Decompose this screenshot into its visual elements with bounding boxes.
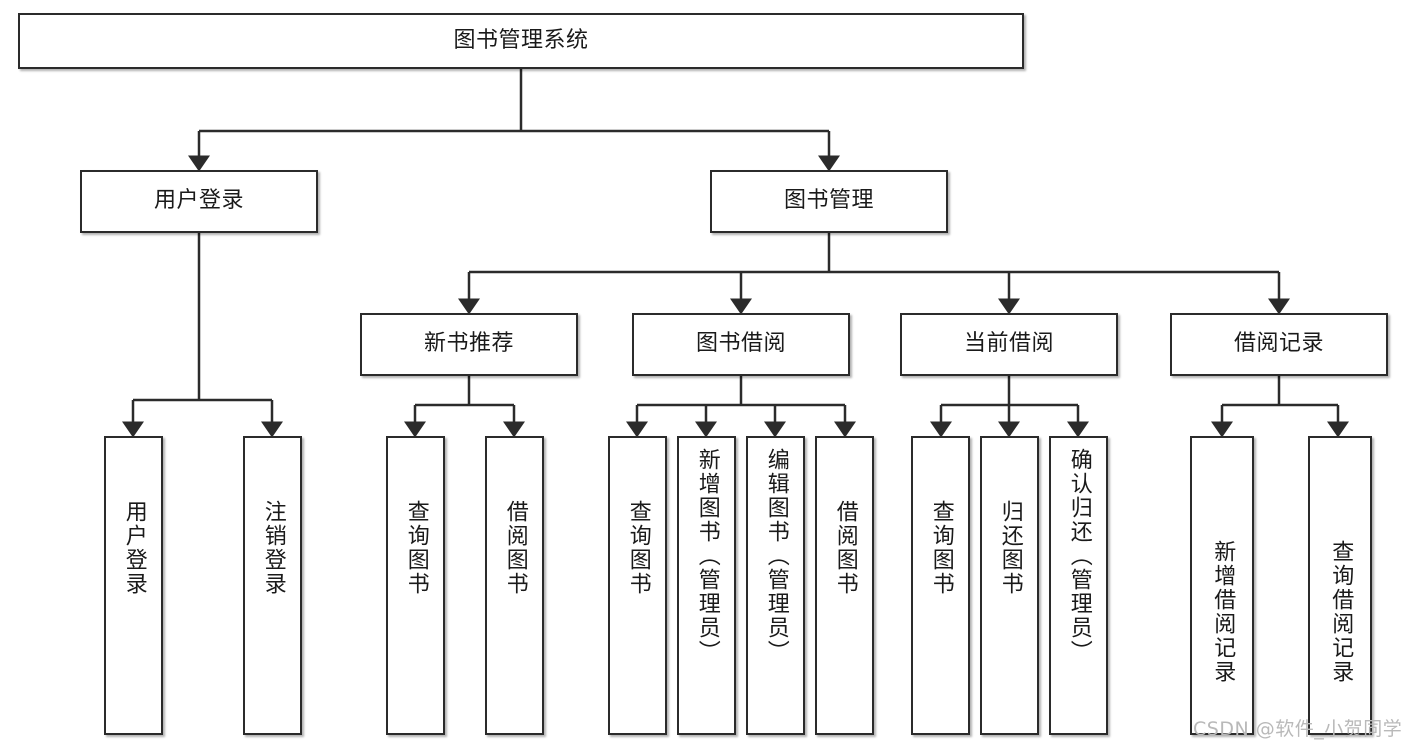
node-label: 当前借阅 xyxy=(963,331,1054,357)
node-leaf-logout-login[interactable]: 注销登录 xyxy=(243,436,302,735)
node-leaf-borrow-book-1[interactable]: 借阅图书 xyxy=(485,436,544,735)
node-leaf-return-book[interactable]: 归还图书 xyxy=(980,436,1039,735)
node-label: 新书推荐 xyxy=(423,331,514,357)
node-label: 查询图书 xyxy=(403,500,429,596)
node-label: 归还图书 xyxy=(997,500,1023,596)
node-leaf-edit-book[interactable]: 编辑图书（管理员） xyxy=(746,436,805,735)
node-label: 确认归还（管理员） xyxy=(1066,448,1092,664)
node-label: 图书管理系统 xyxy=(453,27,589,53)
node-current-borrow[interactable]: 当前借阅 xyxy=(900,313,1118,376)
node-label: 借阅图书 xyxy=(502,500,528,596)
node-label: 查询图书 xyxy=(625,500,651,596)
node-label: 注销登录 xyxy=(260,500,286,596)
node-label: 图书借阅 xyxy=(695,331,786,357)
node-root[interactable]: 图书管理系统 xyxy=(18,13,1024,69)
node-borrow-record[interactable]: 借阅记录 xyxy=(1170,313,1388,376)
node-leaf-borrow-book-2[interactable]: 借阅图书 xyxy=(815,436,874,735)
node-leaf-add-book[interactable]: 新增图书（管理员） xyxy=(677,436,736,735)
node-label: 借阅记录 xyxy=(1233,331,1324,357)
node-book-management[interactable]: 图书管理 xyxy=(710,170,948,233)
node-label: 新增图书（管理员） xyxy=(694,448,720,664)
node-leaf-query-book-1[interactable]: 查询图书 xyxy=(386,436,445,735)
node-leaf-query-book-2[interactable]: 查询图书 xyxy=(608,436,667,735)
node-label: 查询借阅记录 xyxy=(1328,540,1354,684)
node-label: 查询图书 xyxy=(928,500,954,596)
node-book-borrow[interactable]: 图书借阅 xyxy=(632,313,850,376)
node-leaf-query-record[interactable]: 查询借阅记录 xyxy=(1308,436,1372,735)
node-leaf-query-book-3[interactable]: 查询图书 xyxy=(911,436,970,735)
node-new-book-recommend[interactable]: 新书推荐 xyxy=(360,313,578,376)
node-label: 借阅图书 xyxy=(832,500,858,596)
watermark-text: CSDN @软件_小贺同学 xyxy=(1193,718,1403,740)
node-label: 用户登录 xyxy=(153,188,244,214)
node-label: 编辑图书（管理员） xyxy=(763,448,789,664)
node-label: 新增借阅记录 xyxy=(1210,540,1236,684)
node-label: 图书管理 xyxy=(783,188,874,214)
node-leaf-add-record[interactable]: 新增借阅记录 xyxy=(1190,436,1254,735)
node-user-login[interactable]: 用户登录 xyxy=(80,170,318,233)
node-leaf-user-login[interactable]: 用户登录 xyxy=(104,436,163,735)
node-leaf-confirm-return[interactable]: 确认归还（管理员） xyxy=(1049,436,1108,735)
node-label: 用户登录 xyxy=(121,500,147,596)
